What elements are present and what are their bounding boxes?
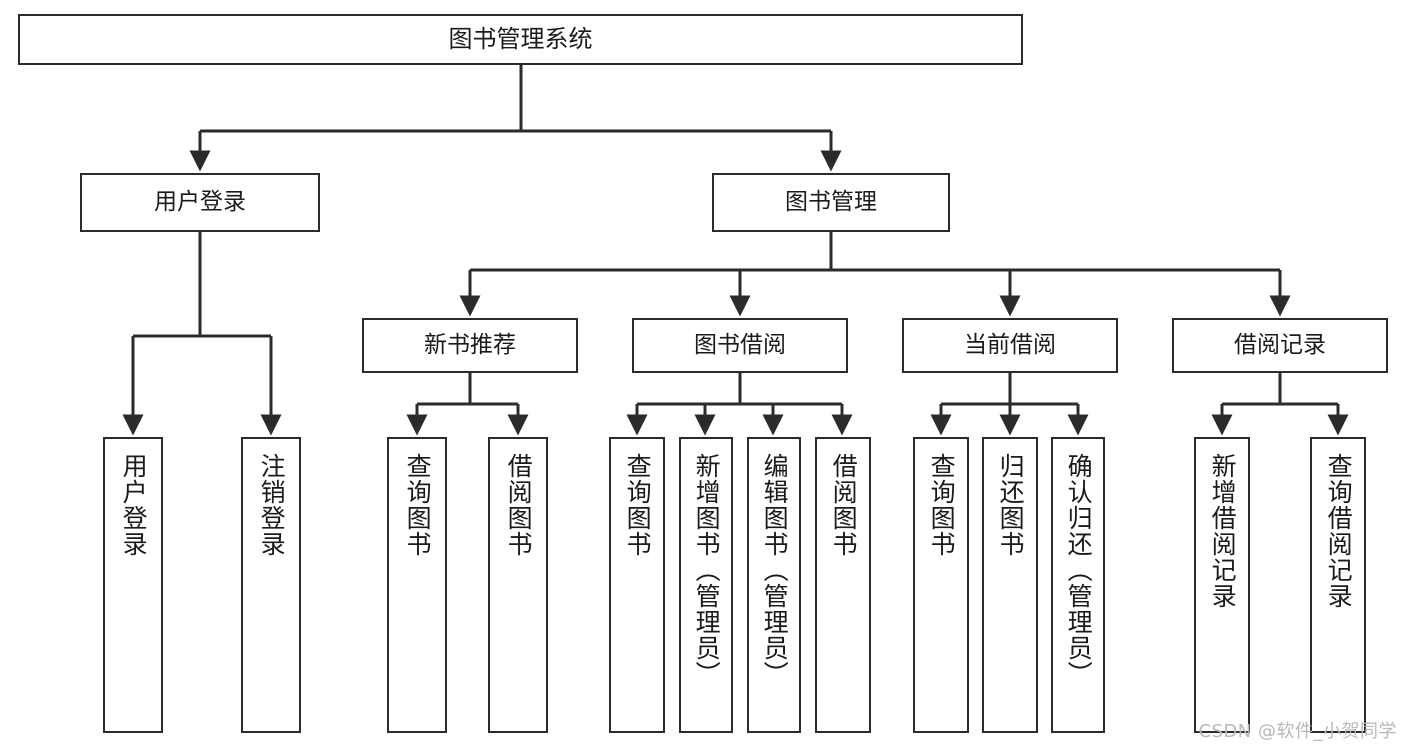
node-leaf-user-login-label: 用户登录 <box>119 453 149 557</box>
node-leaf-query-book-2[interactable]: 查询图书 <box>609 437 665 733</box>
node-user-login-label: 用户登录 <box>154 188 246 215</box>
node-leaf-return-book-label: 归还图书 <box>996 453 1026 557</box>
node-user-login[interactable]: 用户登录 <box>80 173 320 232</box>
node-leaf-add-book-label: 新增图书（管理员） <box>692 453 722 687</box>
node-leaf-user-login[interactable]: 用户登录 <box>103 437 163 733</box>
node-leaf-borrow-book-2[interactable]: 借阅图书 <box>815 437 871 733</box>
node-new-book-rec-label: 新书推荐 <box>424 331 516 358</box>
node-leaf-confirm-return[interactable]: 确认归还（管理员） <box>1051 437 1105 733</box>
node-leaf-edit-book-label: 编辑图书（管理员） <box>760 453 790 687</box>
node-leaf-query-book-1-label: 查询图书 <box>403 453 433 557</box>
node-leaf-query-record-label: 查询借阅记录 <box>1324 453 1354 609</box>
node-leaf-add-record-label: 新增借阅记录 <box>1208 453 1238 609</box>
node-current-borrow-label: 当前借阅 <box>964 331 1056 358</box>
node-leaf-add-book[interactable]: 新增图书（管理员） <box>679 437 733 733</box>
node-leaf-borrow-book-1[interactable]: 借阅图书 <box>488 437 548 733</box>
node-leaf-confirm-return-label: 确认归还（管理员） <box>1064 453 1094 687</box>
watermark: CSDN @软件_小贺同学 <box>1198 721 1397 742</box>
node-current-borrow[interactable]: 当前借阅 <box>902 318 1118 373</box>
node-book-borrow[interactable]: 图书借阅 <box>632 318 848 373</box>
node-root[interactable]: 图书管理系统 <box>18 14 1023 65</box>
node-book-borrow-label: 图书借阅 <box>694 331 786 358</box>
node-leaf-logout-label: 注销登录 <box>257 453 287 557</box>
node-leaf-query-book-2-label: 查询图书 <box>623 453 653 557</box>
node-book-manage-label: 图书管理 <box>785 188 877 215</box>
node-leaf-query-book-1[interactable]: 查询图书 <box>387 437 447 733</box>
node-leaf-query-record[interactable]: 查询借阅记录 <box>1310 437 1366 733</box>
node-leaf-edit-book[interactable]: 编辑图书（管理员） <box>747 437 801 733</box>
node-root-label: 图书管理系统 <box>448 25 593 54</box>
node-borrow-record[interactable]: 借阅记录 <box>1172 318 1388 373</box>
node-leaf-logout[interactable]: 注销登录 <box>241 437 301 733</box>
node-book-manage[interactable]: 图书管理 <box>712 173 950 232</box>
node-leaf-query-book-3[interactable]: 查询图书 <box>913 437 969 733</box>
node-leaf-borrow-book-1-label: 借阅图书 <box>504 453 534 557</box>
node-leaf-query-book-3-label: 查询图书 <box>927 453 957 557</box>
node-leaf-borrow-book-2-label: 借阅图书 <box>829 453 859 557</box>
node-leaf-return-book[interactable]: 归还图书 <box>982 437 1038 733</box>
node-borrow-record-label: 借阅记录 <box>1234 331 1326 358</box>
node-new-book-rec[interactable]: 新书推荐 <box>362 318 578 373</box>
node-leaf-add-record[interactable]: 新增借阅记录 <box>1194 437 1250 733</box>
